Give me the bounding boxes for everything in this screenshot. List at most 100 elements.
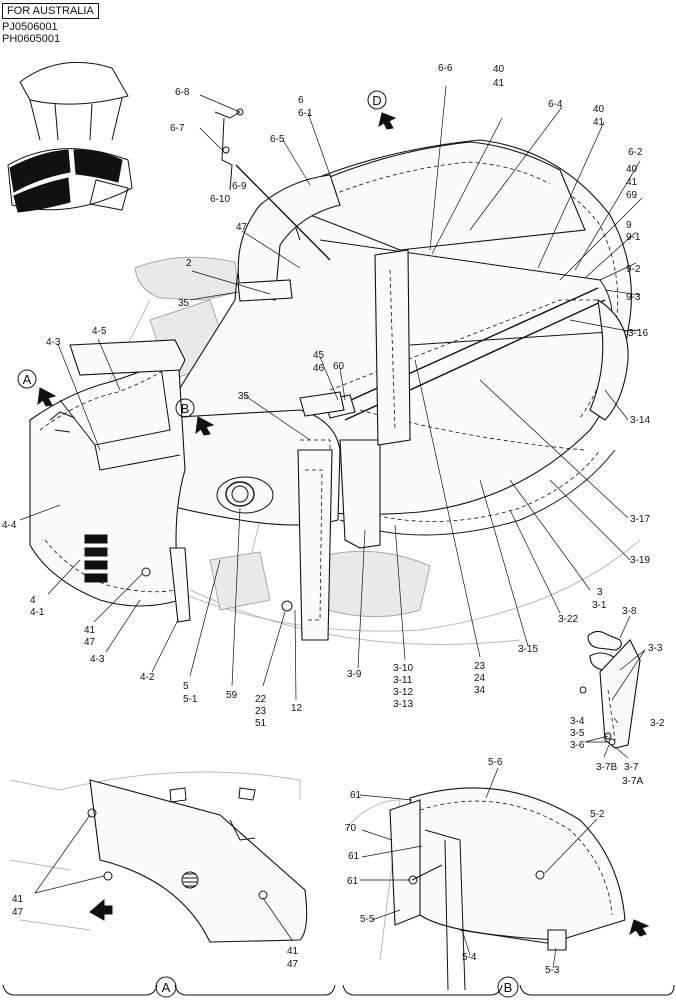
callout-label: 3-4 bbox=[570, 716, 585, 727]
detail-view-b bbox=[342, 787, 675, 998]
view-marker-d: D bbox=[367, 90, 397, 130]
callout-label: 5-2 bbox=[590, 809, 605, 820]
callout-label: 40 bbox=[626, 164, 638, 175]
callout-label: 4-2 bbox=[140, 672, 155, 683]
vent-grille bbox=[84, 534, 108, 583]
leader-lines bbox=[19, 85, 646, 969]
svg-text:D: D bbox=[372, 93, 381, 108]
callout-label: 47 bbox=[84, 637, 96, 648]
callout-label: 61 bbox=[350, 790, 362, 801]
callout-label: 3-11 bbox=[393, 675, 413, 686]
callout-label: 3-8 bbox=[622, 606, 637, 617]
callout-label: 3-14 bbox=[630, 415, 650, 426]
callout-label: 5-3 bbox=[545, 965, 560, 976]
callout-label: 3-10 bbox=[393, 663, 413, 674]
callout-label: 9 bbox=[626, 220, 632, 231]
callout-label: 3-7B bbox=[596, 762, 617, 773]
callout-label: 41 bbox=[287, 946, 299, 957]
callout-label: 6-9 bbox=[232, 181, 247, 192]
callout-label: 4-3 bbox=[90, 654, 105, 665]
callout-label: 9-1 bbox=[626, 232, 641, 243]
callout-label: 3-3 bbox=[648, 643, 663, 654]
machine-thumbnail bbox=[7, 61, 133, 213]
callout-label: 69 bbox=[626, 190, 638, 201]
view-marker-a: A bbox=[17, 369, 57, 407]
callout-label: 3-17 bbox=[630, 514, 650, 525]
callout-label: 3-22 bbox=[558, 614, 578, 625]
callout-label: 35 bbox=[238, 391, 250, 402]
callout-label: 3-2 bbox=[650, 718, 665, 729]
callout-label: 41 bbox=[593, 117, 605, 128]
lever-detail bbox=[579, 630, 641, 749]
svg-text:B: B bbox=[181, 401, 190, 416]
callout-label: 4 bbox=[30, 595, 36, 606]
callout-label: 46 bbox=[313, 363, 325, 374]
callout-label: 3-7 bbox=[624, 762, 639, 773]
callout-label: 6-1 bbox=[298, 108, 313, 119]
callout-label: 3-7A bbox=[622, 776, 643, 787]
callout-label: 41 bbox=[626, 177, 638, 188]
vent-grille bbox=[181, 871, 199, 889]
callout-label: 41 bbox=[493, 78, 505, 89]
callout-label: 12 bbox=[291, 703, 303, 714]
callout-label: 41 bbox=[12, 894, 24, 905]
detail-caption-b: B bbox=[504, 980, 513, 995]
market-label: FOR AUSTRALIA bbox=[2, 3, 99, 19]
callout-label: 2 bbox=[186, 258, 192, 269]
callout-label: 47 bbox=[287, 959, 299, 970]
callout-label: 23 bbox=[474, 661, 486, 672]
left-side-cover bbox=[29, 339, 191, 623]
callout-label: 5-1 bbox=[183, 694, 198, 705]
callout-label: 51 bbox=[255, 718, 267, 729]
callout-label: 4-3 bbox=[46, 337, 61, 348]
callout-label: 6-8 bbox=[175, 87, 190, 98]
view-marker-b: B bbox=[175, 398, 215, 436]
callout-label: 47 bbox=[236, 222, 248, 233]
callout-label: 6-4 bbox=[548, 99, 563, 110]
callout-label: 3 bbox=[597, 587, 603, 598]
svg-text:A: A bbox=[23, 372, 32, 387]
callout-label: 41 bbox=[84, 625, 96, 636]
callout-label: 6-10 bbox=[210, 194, 230, 205]
callout-label: 6-5 bbox=[270, 134, 285, 145]
callout-label: 47 bbox=[12, 907, 24, 918]
callout-label: 3-1 bbox=[592, 600, 607, 611]
callout-label: 3-9 bbox=[347, 669, 362, 680]
callout-label: 5-4 bbox=[462, 952, 477, 963]
callout-label: 5-5 bbox=[360, 914, 375, 925]
callout-label: 4-5 bbox=[92, 326, 107, 337]
callout-label: 3-13 bbox=[393, 699, 413, 710]
callout-label: 3-15 bbox=[518, 644, 538, 655]
callout-label: 6-7 bbox=[170, 123, 185, 134]
rear-cover-assembly bbox=[132, 108, 641, 641]
callout-label: 9-3 bbox=[626, 292, 641, 303]
callout-label: 4-1 bbox=[30, 607, 45, 618]
callout-label: 9-2 bbox=[626, 264, 641, 275]
callout-label: 35 bbox=[178, 298, 190, 309]
detail-view-a bbox=[2, 771, 336, 998]
callout-label: 61 bbox=[348, 851, 360, 862]
callout-label: 60 bbox=[333, 361, 345, 372]
callout-label: 4-4 bbox=[2, 520, 17, 531]
callout-label: 24 bbox=[474, 673, 486, 684]
callout-label: 6-6 bbox=[438, 63, 453, 74]
callout-label: 45 bbox=[313, 350, 325, 361]
callout-label: 22 bbox=[255, 694, 267, 705]
serial-code-2: PH0605001 bbox=[2, 33, 61, 45]
callout-label: 3-19 bbox=[630, 555, 650, 566]
detail-caption-a: A bbox=[162, 980, 171, 995]
callout-label: 5-6 bbox=[488, 757, 503, 768]
serial-code-1: PJ0506001 bbox=[2, 21, 58, 33]
callout-label: 40 bbox=[593, 104, 605, 115]
callout-label: 70 bbox=[345, 823, 357, 834]
callout-label: 61 bbox=[347, 876, 359, 887]
callout-label: 3-6 bbox=[570, 740, 585, 751]
callout-label: 6 bbox=[298, 95, 304, 106]
callout-labels: 6-8 6-7 6-9 6-10 6 6-1 6-5 6-6 40 41 6-4… bbox=[2, 63, 665, 976]
callout-label: 3-12 bbox=[393, 687, 413, 698]
callout-label: 5 bbox=[183, 681, 189, 692]
callout-label: 3-5 bbox=[570, 728, 585, 739]
callout-label: 23 bbox=[255, 706, 267, 717]
